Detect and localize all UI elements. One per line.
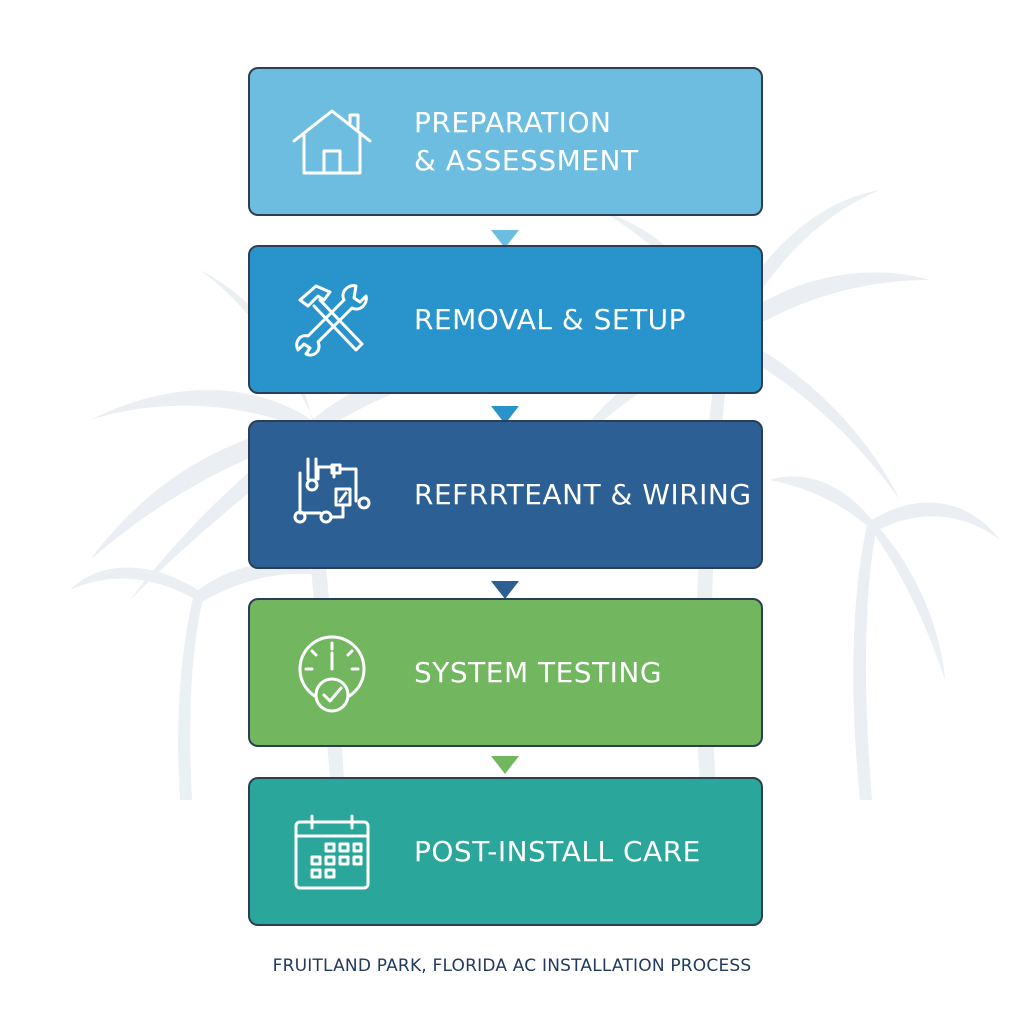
calendar-icon [286, 806, 378, 898]
step-system-testing: SYSTEM TESTING [248, 598, 763, 747]
step-label: SYSTEM TESTING [414, 655, 663, 689]
step-label: PREPARATION & ASSESSMENT [414, 105, 639, 177]
caption: FRUITLAND PARK, FLORIDA AC INSTALLATION … [272, 956, 752, 976]
arrow-down-icon [491, 756, 519, 774]
step-label: REFRRTEANT & WIRING [414, 477, 752, 511]
arrow-down-icon [491, 581, 519, 599]
house-icon [286, 96, 378, 188]
step-post-install-care: POST-INSTALL CARE [248, 777, 763, 926]
arrow-down-icon [491, 406, 519, 424]
arrow-down-icon [491, 230, 519, 248]
gauge-check-icon [286, 627, 378, 719]
step-refrigerant-wiring: REFRRTEANT & WIRING [248, 420, 763, 569]
hammer-wrench-icon [286, 274, 378, 366]
step-removal-setup: REMOVAL & SETUP [248, 245, 763, 394]
step-label: POST-INSTALL CARE [414, 834, 701, 868]
step-label: REMOVAL & SETUP [414, 302, 687, 336]
step-preparation-assessment: PREPARATION & ASSESSMENT [248, 67, 763, 216]
circuit-icon [286, 449, 378, 541]
